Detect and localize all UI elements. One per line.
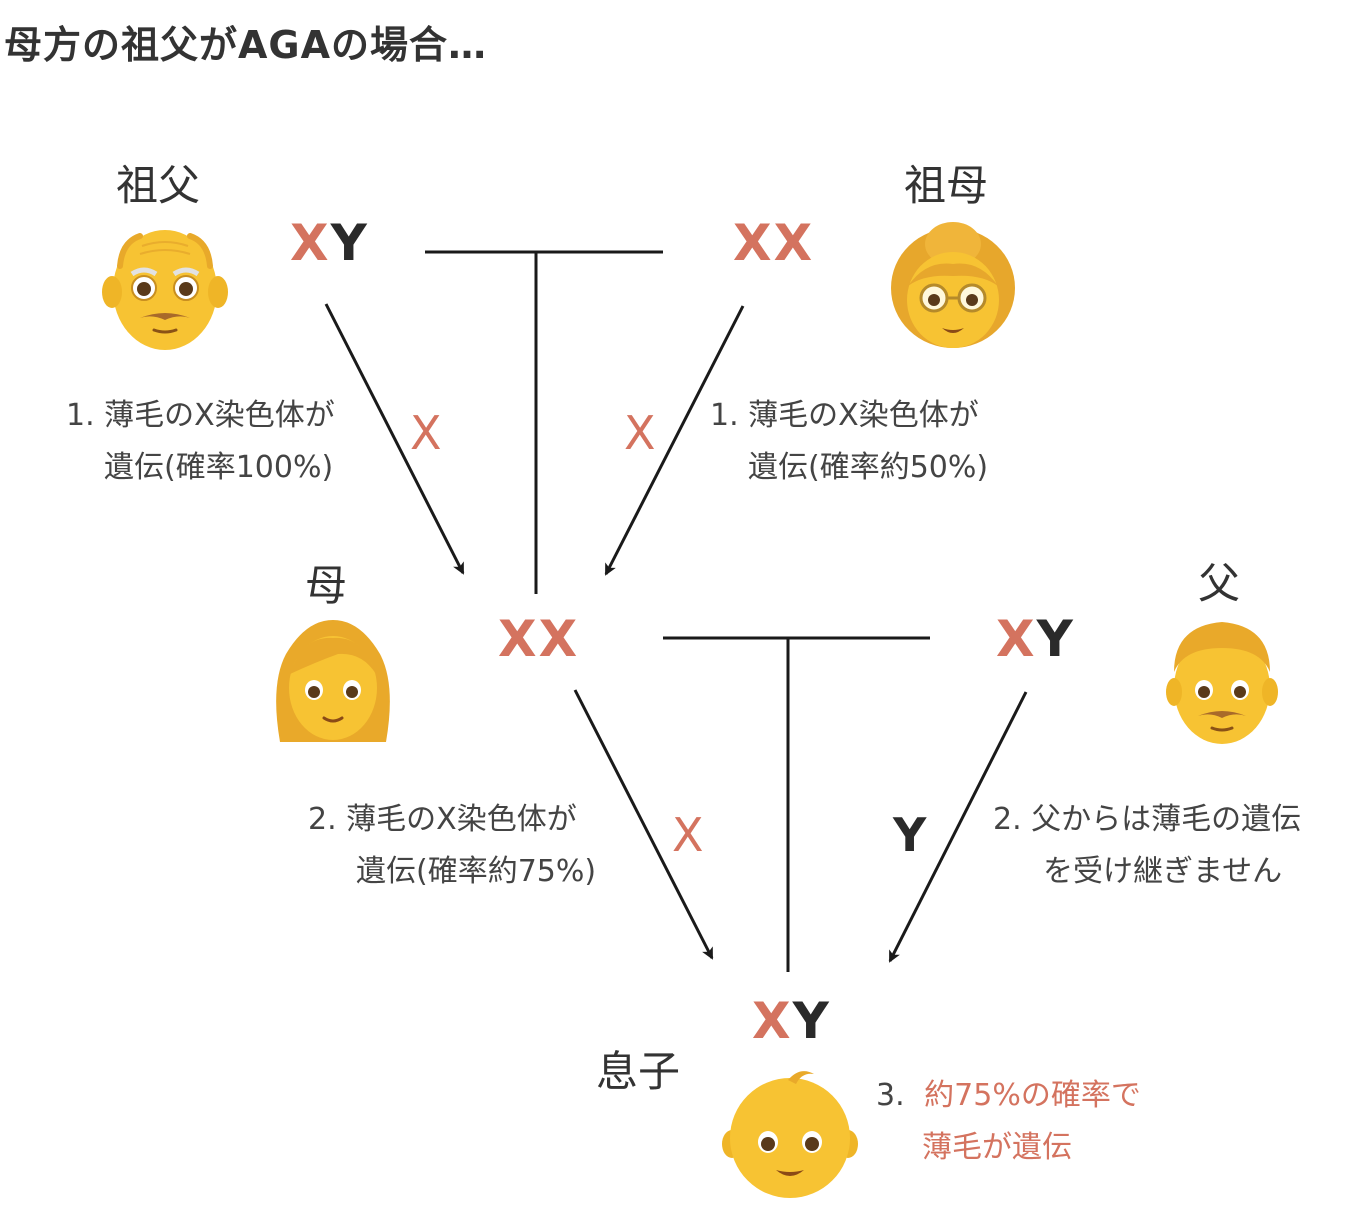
grandfather-label: 祖父 bbox=[116, 161, 201, 210]
grandfather-genotype: XY bbox=[290, 214, 369, 272]
x-chromosome: X bbox=[773, 214, 815, 272]
arrow-grandmother-to-mother bbox=[604, 305, 745, 576]
x-chromosome: X bbox=[290, 214, 331, 272]
x-chromosome: X bbox=[996, 610, 1037, 668]
x-chromosome: X bbox=[498, 610, 539, 668]
arrow-label-grandmother: X bbox=[624, 406, 656, 460]
note-line: 1. 薄毛のX染色体が bbox=[710, 398, 979, 433]
note-line: 薄毛が遺伝 bbox=[922, 1130, 1072, 1165]
note-line: 遺伝(確率約75%) bbox=[356, 854, 597, 889]
x-chromosome: X bbox=[733, 214, 774, 272]
son-note: 3. 約75%の確率で 薄毛が遺伝 bbox=[876, 1070, 1141, 1174]
old-woman-emoji bbox=[891, 222, 1015, 348]
arrow-label-grandfather: X bbox=[410, 406, 442, 460]
arrow-label-mother: X bbox=[672, 808, 704, 862]
note-line: 遺伝(確率100%) bbox=[104, 450, 334, 485]
x-chromosome: X bbox=[538, 610, 580, 668]
arrow-label-father: Y bbox=[893, 808, 927, 862]
arrow-father-to-son bbox=[888, 691, 1028, 963]
y-chromosome: Y bbox=[330, 214, 369, 272]
grandmother-genotype: XX bbox=[733, 214, 814, 272]
grandmother-label: 祖母 bbox=[904, 161, 989, 210]
grandfather-note: 1. 薄毛のX染色体が 遺伝(確率100%) bbox=[66, 390, 335, 494]
grandmother-note: 1. 薄毛のX染色体が 遺伝(確率約50%) bbox=[710, 390, 988, 494]
baby-emoji bbox=[722, 1071, 858, 1198]
x-chromosome: X bbox=[752, 992, 793, 1050]
father-label: 父 bbox=[1198, 559, 1241, 608]
man-emoji bbox=[1166, 622, 1278, 744]
father-note: 2. 父からは薄毛の遺伝 を受け継ぎません bbox=[993, 794, 1301, 898]
note-number: 3. bbox=[876, 1078, 905, 1113]
note-line: 1. 薄毛のX染色体が bbox=[66, 398, 335, 433]
note-line: 2. 父からは薄毛の遺伝 bbox=[993, 802, 1302, 837]
old-man-emoji bbox=[102, 230, 228, 350]
arrow-mother-to-son bbox=[573, 689, 714, 960]
note-line: 遺伝(確率約50%) bbox=[748, 450, 989, 485]
mother-label: 母 bbox=[305, 561, 348, 610]
woman-emoji bbox=[276, 620, 390, 742]
mother-note: 2. 薄毛のX染色体が 遺伝(確率約75%) bbox=[308, 794, 596, 898]
son-label: 息子 bbox=[596, 1047, 681, 1096]
arrow-grandfather-to-mother bbox=[324, 303, 465, 575]
y-chromosome: Y bbox=[1036, 610, 1075, 668]
father-genotype: XY bbox=[996, 610, 1075, 668]
y-chromosome: Y bbox=[792, 992, 831, 1050]
page-title: 母方の祖父がAGAの場合… bbox=[4, 23, 488, 67]
note-line: 約75%の確率で bbox=[924, 1078, 1141, 1113]
mother-genotype: XX bbox=[498, 610, 579, 668]
note-line: 2. 薄毛のX染色体が bbox=[308, 802, 577, 837]
son-genotype: XY bbox=[752, 992, 831, 1050]
note-line: を受け継ぎません bbox=[1043, 854, 1283, 889]
